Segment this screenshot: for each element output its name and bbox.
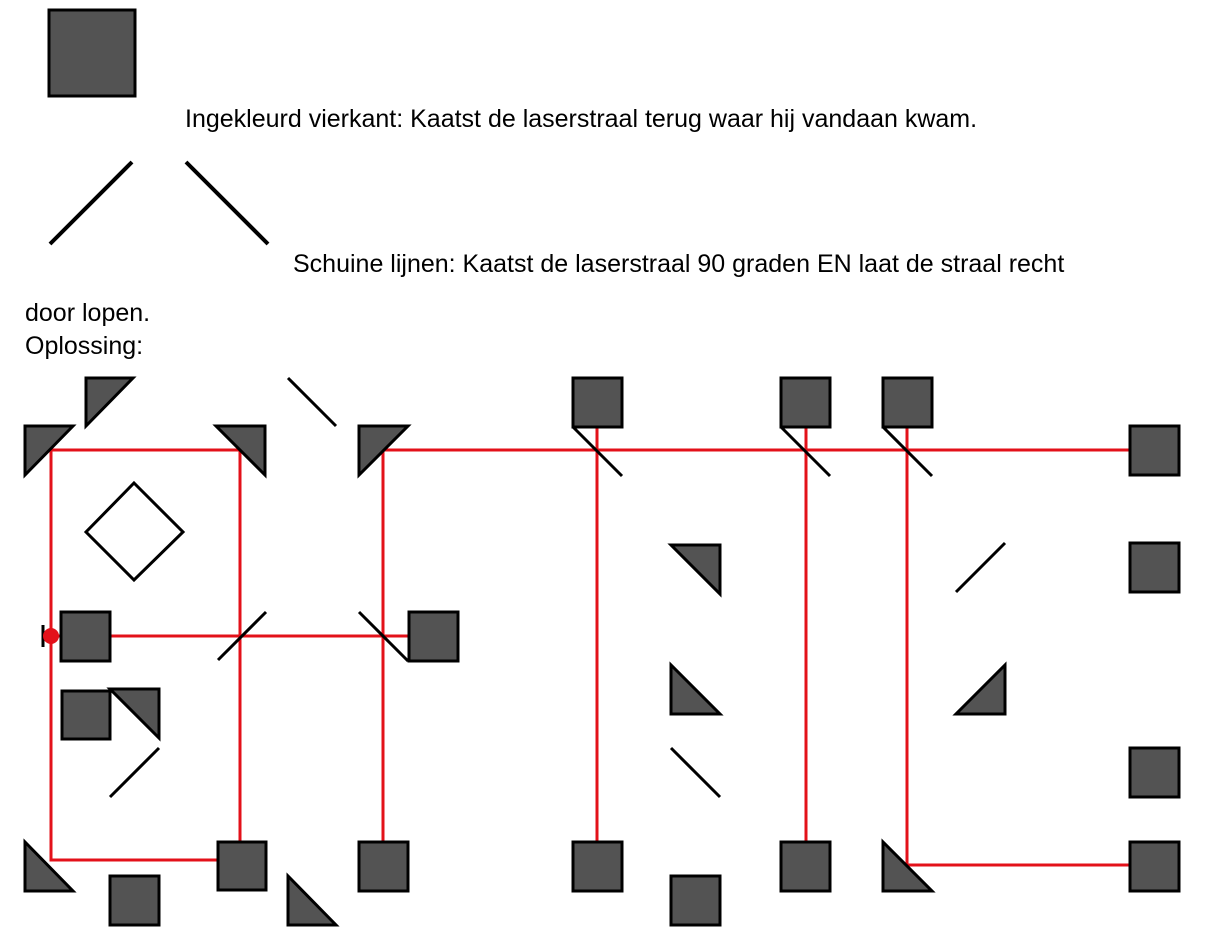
triangle-mirror-icon [669,661,724,716]
block [59,610,112,663]
triangle-mirror-icon [667,543,722,598]
backslash-line-icon [571,425,624,478]
block [407,610,460,663]
filled-square-icon [47,8,137,98]
legend-square-text: Ingekleurd vierkant: Kaatst de laserstra… [185,105,978,133]
block [779,840,832,893]
block [216,840,268,892]
filled-squares [59,376,1181,927]
block [108,874,161,927]
backslash-line-icon [669,746,722,799]
slash-line-icon [954,541,1007,594]
diamond-icon [83,480,186,583]
legend-icons [47,8,270,246]
legend-lines-text: Schuine lijnen: Kaatst de laserstraal 90… [293,250,1065,278]
block [779,376,832,429]
triangle-mirrors [23,376,1007,927]
triangle-mirror-icon [84,376,137,430]
block [1128,840,1181,893]
laser-column-4 [905,428,1130,867]
triangle-mirror-icon [23,424,77,479]
triangle-mirror-icon [952,661,1007,716]
block [571,376,624,429]
backslash-line-icon [881,425,934,478]
laser-source-icon [41,625,59,647]
triangle-mirror-icon [212,424,267,479]
block [571,840,624,893]
legend-lines-text-continued: door lopen. [25,299,151,327]
backslash-line-icon [357,610,410,663]
block [1128,541,1181,594]
line-mirrors [108,376,1007,799]
triangle-mirror-icon [286,872,340,927]
triangle-mirror-icon [23,838,77,893]
slash-line-icon [108,746,161,799]
triangle-mirror-icon [357,424,412,479]
backslash-line-icon [779,425,832,478]
slash-line-icon [48,160,134,246]
block [357,840,410,893]
block [881,376,934,429]
block [1128,746,1181,799]
triangle-mirror-icon [881,838,936,893]
block [669,874,722,927]
laser-loop-left [49,448,242,862]
backslash-line-icon [184,160,270,246]
backslash-line-icon [286,376,338,428]
block [60,689,112,741]
solution-label: Oplossing: [25,332,144,360]
triangle-mirror-icon [106,687,161,742]
block [1128,424,1181,477]
slash-line-icon [216,610,268,662]
laser-path [49,428,1130,867]
